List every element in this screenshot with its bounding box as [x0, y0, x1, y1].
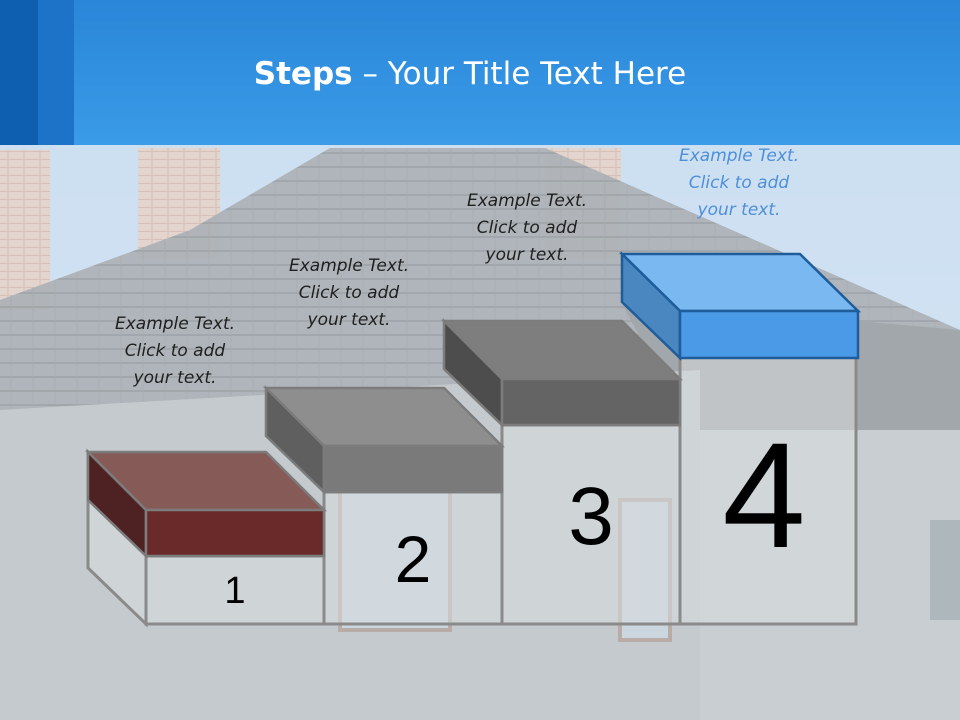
step-4-number: 4 — [722, 411, 806, 579]
step-2-caption[interactable]: Example Text. Click to add your text. — [264, 253, 434, 334]
step-3-number: 3 — [568, 471, 614, 562]
step-4-caption-line-3: your text. — [697, 200, 781, 220]
step-2-caption-line-1: Example Text. — [288, 256, 410, 276]
step-4-caption[interactable]: Example Text. Click to add your text. — [654, 143, 824, 224]
header-accent-mid — [38, 0, 74, 145]
header-bar — [0, 0, 960, 145]
step-1-caption-line-3: your text. — [133, 368, 217, 388]
step-2-caption-line-3: your text. — [307, 310, 391, 330]
step-4-block[interactable] — [618, 251, 862, 361]
step-1-caption-line-2: Click to add — [124, 341, 226, 361]
step-3-caption-line-1: Example Text. — [466, 191, 588, 211]
slide-title[interactable]: Steps – Your Title Text Here — [0, 56, 940, 92]
step-4-caption-line-1: Example Text. — [678, 146, 800, 166]
step-2-block[interactable] — [262, 384, 506, 495]
slide-title-bold: Steps — [253, 56, 353, 92]
step-4-caption-line-2: Click to add — [688, 173, 790, 193]
step-3-caption[interactable]: Example Text. Click to add your text. — [442, 188, 612, 269]
step-3-caption-line-3: your text. — [485, 245, 569, 265]
step-2-number: 2 — [394, 522, 432, 596]
step-3-block[interactable] — [440, 317, 684, 428]
step-1-caption[interactable]: Example Text. Click to add your text. — [90, 311, 260, 392]
step-3-caption-line-2: Click to add — [476, 218, 578, 238]
step-1-caption-line-1: Example Text. — [114, 314, 236, 334]
slide-title-rest: – Your Title Text Here — [352, 56, 687, 92]
header-accent-dark — [0, 0, 38, 145]
step-1-block[interactable] — [84, 448, 328, 559]
step-1-number: 1 — [224, 570, 246, 612]
step-2-caption-line-2: Click to add — [298, 283, 400, 303]
